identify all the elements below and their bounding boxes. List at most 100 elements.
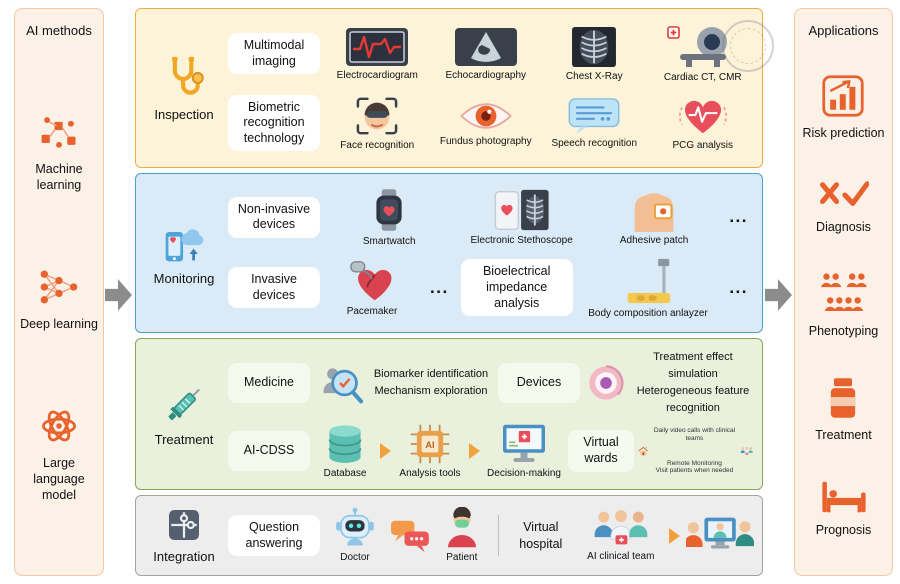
adhesive-patch-item: Adhesive patch [591,188,717,247]
biometric-subrow: Biometric recognition technology Face re… [228,94,755,152]
electronic-stethoscope-label: Electronic Stethoscope [470,235,573,246]
svg-text:AI: AI [425,440,434,450]
treatment-content: Medicine Biomarker identification Mechan… [228,343,754,485]
virtual-wards-note-2: Remote Monitoring [667,459,722,467]
cdss-wards-subrow: AI-CDSS Database AI Analysis tools Decis… [228,423,754,480]
medicine-devices-subrow: Medicine Biomarker identification Mechan… [228,349,754,417]
risk-prediction-label: Risk prediction [802,126,885,141]
eye-fundus-icon [459,99,513,133]
ai-chip-icon: AI [409,423,451,465]
phone-cloud-icon [162,221,206,265]
medicine-box: Medicine [228,362,310,403]
noninvasive-subrow: Non-invasive devices Smartwatch Electron… [228,187,754,248]
patient-label: Patient [446,552,478,564]
cross-check-icon [817,178,870,212]
ct-scanner-icon [666,25,740,69]
heart-waveform-icon [678,95,728,137]
medicine-note-1: Biomarker identification [373,367,489,380]
smartwatch-label: Smartwatch [362,236,416,247]
smartwatch-item: Smartwatch [326,187,452,248]
invasive-devices-box: Invasive devices [228,267,320,309]
robot-doctor-icon [334,507,376,549]
smartwatch-icon [371,187,407,233]
machine-learning-icon [37,110,81,154]
echocardiography-item: Echocardiography [435,27,538,82]
application-phenotyping: Phenotyping [805,272,883,339]
inspection-row: Inspection Multimodal imaging Electrocar… [135,8,763,168]
flow-arrow-left [105,279,132,311]
applications-title: Applications [808,23,879,38]
integration-row: Integration Question answering Doctor Pa… [135,495,763,576]
decision-making-label: Decision-making [487,467,561,479]
biomarker-magnifier-icon [316,361,364,405]
puzzle-icon [166,507,202,543]
integration-label: Integration [153,549,215,564]
ai-cdss-box: AI-CDSS [228,430,310,471]
decision-making-item: Decision-making [484,423,564,480]
inspection-label-block: Inspection [140,13,228,163]
ai-methods-list: Machine learning Deep learning Large lan… [15,38,103,575]
virtual-wards-note-1: Daily video calls with clinical teams [653,426,736,442]
virtual-hospital-arrow-icon [668,527,680,544]
electronic-stethoscope-icon [492,188,552,232]
virtual-wards-notes: Daily video calls with clinical teams Re… [652,423,736,480]
speech-bubble-icon [567,97,621,135]
flow-arrow-right [765,279,792,311]
integration-subrow: Question answering Doctor Patient Virtua… [228,507,754,564]
devices-box: Devices [498,362,580,403]
risk-prediction-chart-icon [821,74,865,118]
application-treatment: Treatment [811,376,876,443]
invasive-subrow: Invasive devices Pacemaker ... Bioelectr… [228,257,754,320]
telehealth-icon [685,515,754,557]
speech-recognition-label: Speech recognition [551,137,638,149]
chat-bubbles-icon [390,518,430,554]
database-cylinder-icon [326,423,364,465]
body-composition-item: Body composition anlayzer [579,257,718,320]
masked-patient-icon [444,507,480,549]
ai-clinical-team-icon [590,508,652,548]
device-target-icon [586,363,626,403]
ai-method-deep-learning: Deep learning [16,265,102,332]
cdss-arrow-2-icon [469,442,480,459]
electrocardiogram-item: Electrocardiogram [326,27,429,82]
face-scan-icon [354,95,400,137]
ai-methods-title: AI methods [26,23,92,38]
prognosis-label: Prognosis [815,523,872,538]
applications-list: Risk prediction Diagnosis Phenotyping Tr… [795,38,892,575]
devices-notes: Treatment effect simulation Heterogeneou… [632,349,754,417]
adhesive-patch-icon [628,188,680,232]
chest-xray-label: Chest X-Ray [565,70,623,82]
body-composition-label: Body composition anlayzer [588,307,708,319]
patient-item: Patient [436,507,488,564]
chest-xray-item: Chest X-Ray [543,26,646,83]
inspection-label: Inspection [154,106,214,122]
pacemaker-heart-icon [347,259,397,303]
analysis-tools-item: AI Analysis tools [395,423,465,480]
doctor-label: Doctor [340,552,370,564]
diagnosis-label: Diagnosis [816,220,871,235]
bioimpedance-box: Bioelectrical impedance analysis [460,259,573,317]
echocardiography-label: Echocardiography [445,69,527,81]
applications-panel: Applications Risk prediction Diagnosis P… [794,8,893,576]
ultrasound-screen-icon [454,27,518,67]
treatment-row: Treatment Medicine Biomarker identificat… [135,338,763,490]
body-composition-analyzer-icon [621,257,675,305]
database-item: Database [314,423,376,480]
medicine-notes: Biomarker identification Mechanism explo… [370,366,492,400]
bioimpedance-ellipsis: ... [729,277,748,297]
virtual-hospital-label: Virtual hospital [519,520,563,551]
database-label: Database [323,467,367,479]
multimodal-imaging-subrow: Multimodal imaging Electrocardiogram Ech… [228,25,754,84]
ai-method-llm: Large language model [15,404,103,504]
electrocardiogram-label: Electrocardiogram [336,69,418,81]
noninvasive-devices-box: Non-invasive devices [228,196,320,238]
pcg-analysis-item: PCG analysis [652,95,755,152]
integration-label-block: Integration [140,500,228,571]
question-answering-box: Question answering [228,514,320,557]
chest-xray-icon [571,26,617,68]
adhesive-patch-label: Adhesive patch [619,235,689,246]
pacemaker-label: Pacemaker [346,305,398,317]
treatment-app-label: Treatment [815,427,872,442]
fundus-photography-item: Fundus photography [435,99,538,148]
large-language-model-icon [37,404,81,448]
